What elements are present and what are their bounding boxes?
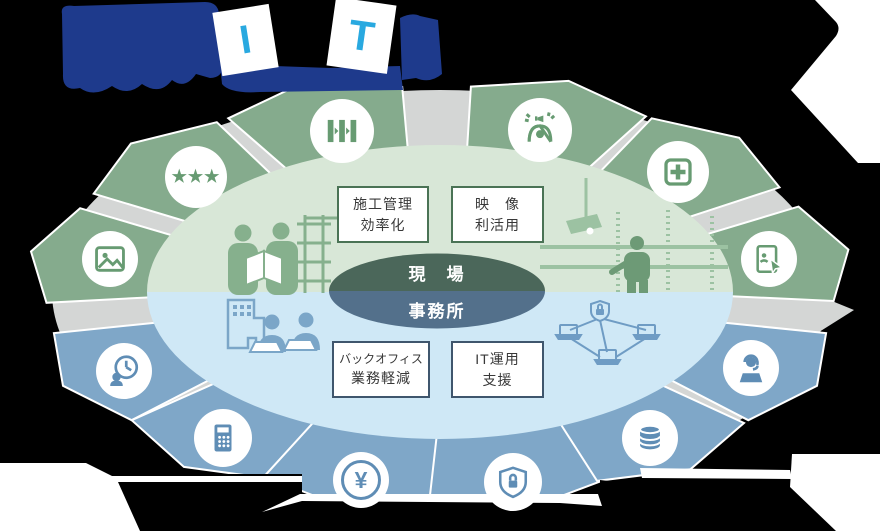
office-core bbox=[329, 291, 545, 329]
network-silhouette bbox=[554, 299, 661, 365]
label-line: 業務軽減 bbox=[351, 370, 411, 387]
it-card-t: T bbox=[326, 0, 397, 74]
label-line: 映 像 bbox=[475, 196, 520, 213]
office-half bbox=[147, 292, 733, 439]
tablet-touch-icon bbox=[741, 231, 797, 287]
label-it-operation: IT運用 支援 bbox=[451, 341, 544, 398]
calculator-icon bbox=[194, 409, 252, 467]
clock-attendance-icon bbox=[96, 343, 152, 399]
office-silhouette bbox=[226, 298, 320, 353]
yen-icon: ¥ bbox=[333, 452, 389, 508]
title-silhouette bbox=[61, 2, 442, 93]
caption-masks bbox=[88, 449, 876, 531]
site-core bbox=[329, 253, 545, 291]
label-line: 施工管理 bbox=[353, 196, 413, 213]
it-card-i: I bbox=[212, 3, 279, 77]
cctv-silhouette bbox=[540, 178, 728, 293]
label-video-utilization: 映 像 利活用 bbox=[451, 186, 544, 243]
shield-lock-icon bbox=[484, 453, 542, 511]
label-construction-management: 施工管理 効率化 bbox=[337, 186, 429, 243]
corner-burst-shape bbox=[791, 0, 880, 163]
site-label: 現 場 bbox=[408, 265, 466, 284]
label-line: バックオフィス bbox=[339, 351, 423, 366]
label-line: IT運用 bbox=[475, 351, 520, 368]
first-aid-icon bbox=[647, 141, 709, 203]
three-stars-icon: ★★★ bbox=[165, 146, 227, 208]
photo-icon bbox=[82, 231, 138, 287]
label-line: 効率化 bbox=[360, 216, 406, 233]
intruder-alert-icon bbox=[508, 98, 572, 162]
label-line: 利活用 bbox=[475, 216, 520, 233]
database-icon bbox=[622, 410, 678, 466]
label-line: 支援 bbox=[482, 371, 513, 388]
label-back-office: バックオフィス 業務軽減 bbox=[332, 341, 430, 398]
office-label: 事務所 bbox=[408, 302, 466, 321]
gray-ring-tip bbox=[800, 288, 854, 344]
headset-support-icon bbox=[723, 340, 779, 396]
barricade-icon bbox=[310, 99, 374, 163]
